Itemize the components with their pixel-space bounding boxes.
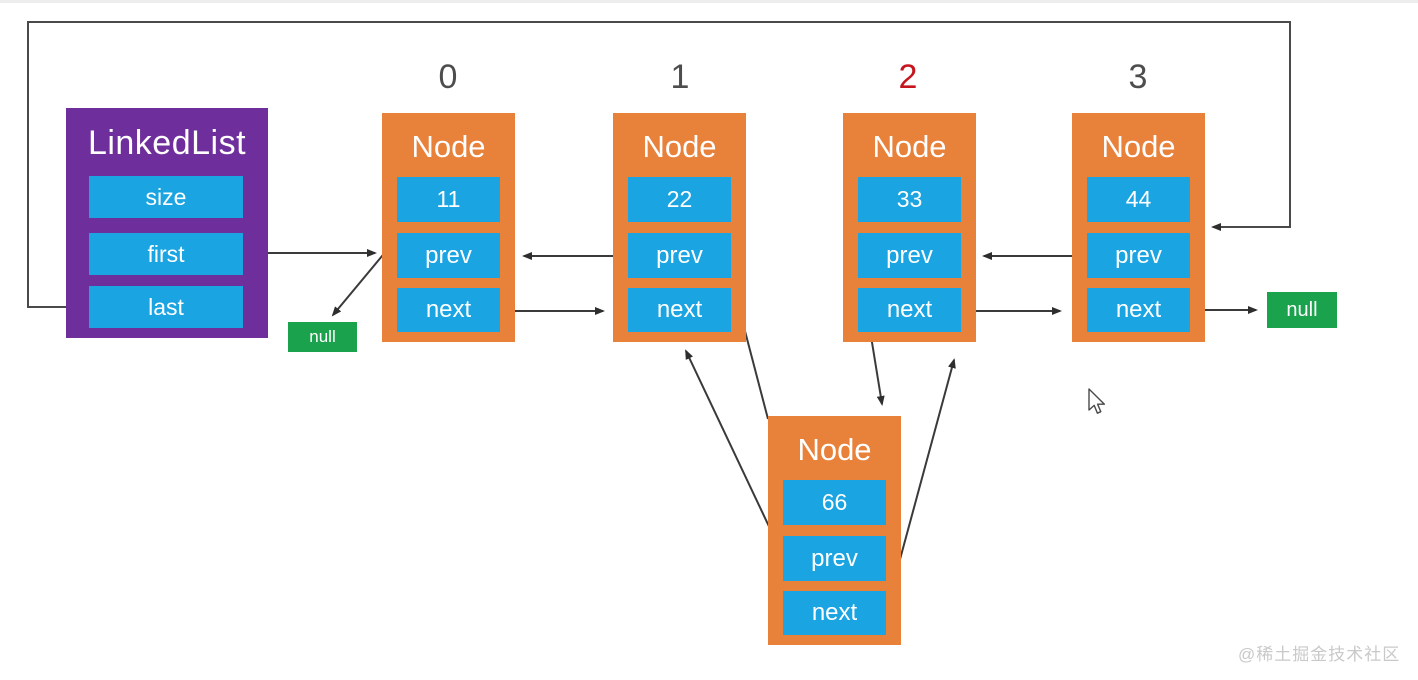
node-value-field: 66	[783, 480, 886, 525]
node-box-22: Node 22 prev next	[613, 113, 746, 342]
linkedlist-field-first: first	[89, 233, 243, 275]
node-prev-field: prev	[628, 233, 731, 278]
node-next-field: next	[397, 288, 500, 332]
node-title: Node	[411, 129, 486, 164]
mouse-cursor	[1088, 388, 1106, 414]
linkedlist-field-last: last	[89, 286, 243, 328]
node-next-field: next	[858, 288, 961, 332]
node-value-field: 33	[858, 177, 961, 222]
index-label-3: 3	[1128, 58, 1148, 96]
node-title: Node	[797, 432, 872, 467]
null-box-tail: null	[1267, 292, 1337, 328]
node-title: Node	[1101, 129, 1176, 164]
node-next-field: next	[1087, 288, 1190, 332]
linkedlist-box: LinkedList size first last	[66, 108, 268, 338]
node-title: Node	[872, 129, 947, 164]
node-title: Node	[642, 129, 717, 164]
node-next-field: next	[783, 591, 886, 635]
node-box-66-inserted: Node 66 prev next	[768, 416, 901, 645]
index-label-2-highlighted: 2	[898, 58, 918, 96]
node-prev-field: prev	[783, 536, 886, 581]
edge-node11-prev-to-null	[331, 249, 388, 317]
node-box-11: Node 11 prev next	[382, 113, 515, 342]
top-edge-strip	[0, 0, 1418, 3]
index-label-1: 1	[670, 58, 690, 96]
node-value-field: 44	[1087, 177, 1190, 222]
index-label-0: 0	[438, 58, 458, 96]
linkedlist-title: LinkedList	[87, 124, 247, 162]
node-prev-field: prev	[858, 233, 961, 278]
node-prev-field: prev	[397, 233, 500, 278]
null-box-head: null	[288, 322, 357, 352]
watermark-text: @稀土掘金技术社区	[1238, 645, 1401, 664]
node-prev-field: prev	[1087, 233, 1190, 278]
node-box-33: Node 33 prev next	[843, 113, 976, 342]
node-next-field: next	[628, 288, 731, 332]
node-value-field: 11	[397, 177, 500, 222]
node-value-field: 22	[628, 177, 731, 222]
node-box-44: Node 44 prev next	[1072, 113, 1205, 342]
linkedlist-field-size: size	[89, 176, 243, 218]
